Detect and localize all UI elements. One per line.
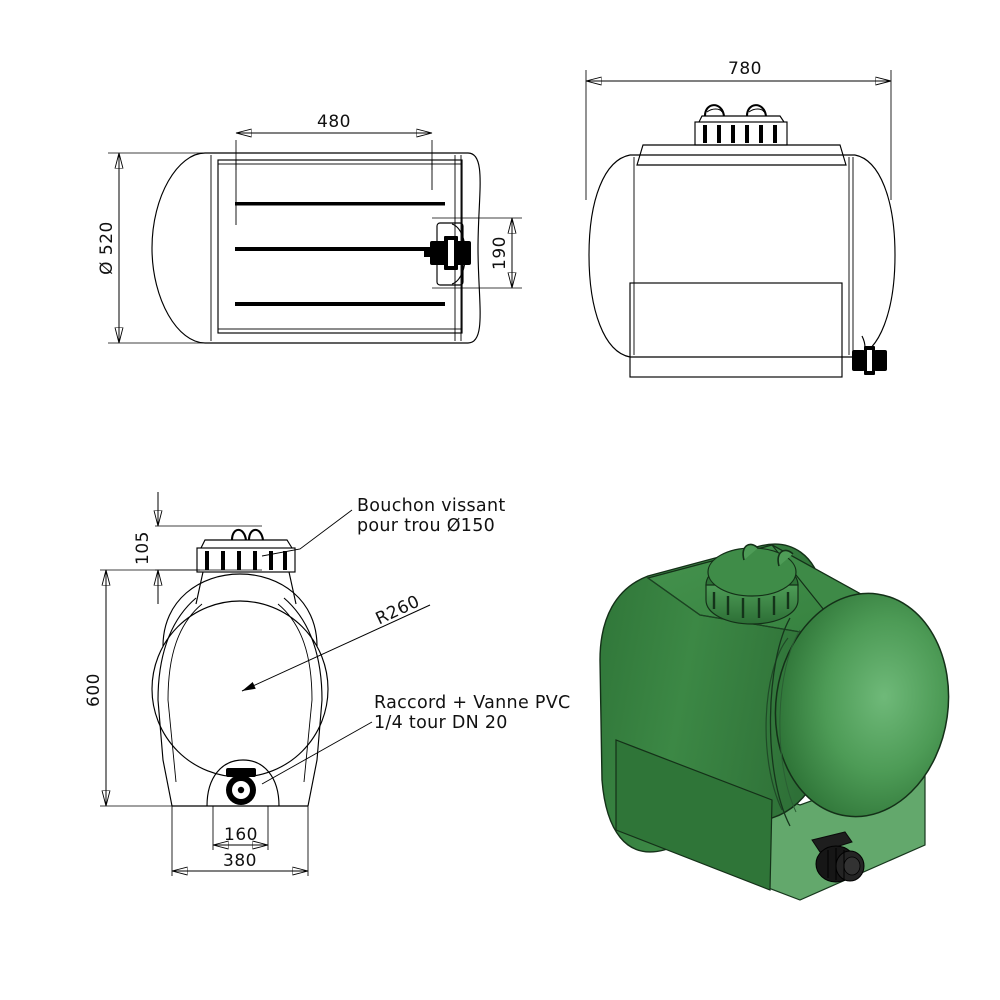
rib-1 <box>235 202 445 206</box>
tank-side-base <box>629 282 843 378</box>
annotation-valve-line1: Raccord + Vanne PVC <box>374 693 571 713</box>
iso-cap-ribs <box>712 592 790 618</box>
cap-handles-side <box>703 104 768 117</box>
rib-3 <box>235 302 445 306</box>
dimension-380: 380 <box>171 806 309 876</box>
annotation-cap-line2: pour trou Ø150 <box>357 516 495 536</box>
screw-cap-front <box>196 528 296 573</box>
dimension-label-780: 780 <box>728 59 762 79</box>
tank-front-neck <box>195 571 297 605</box>
dimension-780: 780 <box>585 59 892 200</box>
iso-valve <box>811 831 865 883</box>
iso-front-wall <box>615 739 773 891</box>
rib-2 <box>235 247 445 251</box>
dimension-label-190: 190 <box>490 236 510 270</box>
cap-ribs-side <box>703 125 777 143</box>
annotation-valve: Raccord + Vanne PVC 1/4 tour DN 20 <box>261 693 571 785</box>
dimension-label-105: 105 <box>133 531 153 565</box>
tank-side-outline <box>588 154 896 358</box>
tank-top-outline <box>151 152 481 344</box>
tank-top-ribs <box>235 202 445 306</box>
dimension-480: 480 <box>235 112 433 170</box>
valve-handle-front <box>226 768 256 777</box>
iso-cap-handles <box>742 543 794 567</box>
cap-handles-front <box>230 528 265 541</box>
dimension-label-380: 380 <box>223 851 257 871</box>
tank-top-plate <box>217 159 463 334</box>
valve-assembly-side-view <box>852 335 887 375</box>
dimension-label-520: Ø 520 <box>97 221 117 275</box>
view-bottom-left: 105 600 160 380 <box>84 492 571 876</box>
tank-side-shoulder <box>636 144 847 166</box>
tank-top-construction <box>235 160 433 225</box>
dimension-label-r260: R260 <box>373 592 423 630</box>
screw-cap-side <box>694 104 788 146</box>
iso-dome <box>765 592 950 818</box>
valve-assembly-top-view <box>424 222 471 286</box>
annotation-valve-line2: 1/4 tour DN 20 <box>374 713 508 733</box>
iso-screw-cap <box>705 543 799 625</box>
valve-assembly-front-view <box>206 759 280 807</box>
cap-ribs-front <box>205 551 287 570</box>
view-top-left: 480 Ø 520 190 <box>97 112 522 344</box>
annotation-cap-line1: Bouchon vissant <box>357 496 506 516</box>
iso-rim <box>769 617 791 827</box>
annotation-cap: Bouchon vissant pour trou Ø150 <box>261 496 506 557</box>
view-bottom-right-iso <box>599 543 950 901</box>
dimension-label-160: 160 <box>224 825 258 845</box>
dimension-label-480: 480 <box>317 112 351 132</box>
dimension-160: 160 <box>212 806 269 850</box>
dimension-520: Ø 520 <box>97 152 210 344</box>
valve-body-top <box>424 236 471 270</box>
dimension-190: 190 <box>432 217 522 289</box>
dimension-label-600: 600 <box>84 673 104 707</box>
view-top-right: 780 <box>585 59 896 378</box>
